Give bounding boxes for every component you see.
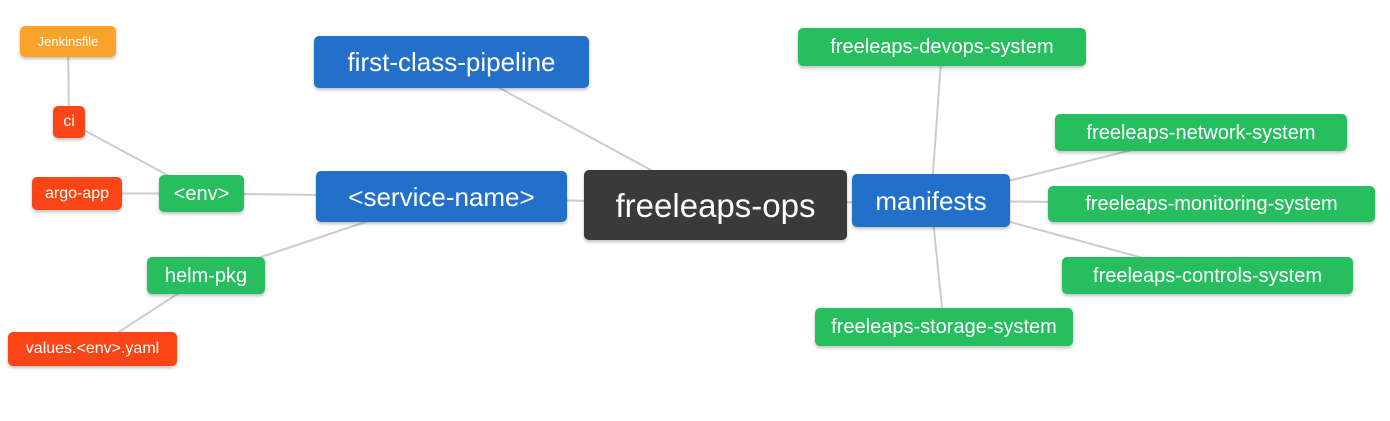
node-helm-pkg[interactable]: helm-pkg xyxy=(147,257,265,294)
node-freeleaps-controls-system[interactable]: freeleaps-controls-system xyxy=(1062,257,1353,294)
node-label: argo-app xyxy=(44,184,110,202)
node-label: freeleaps-storage-system xyxy=(831,316,1057,338)
node-label: helm-pkg xyxy=(164,264,248,287)
node-label: ci xyxy=(63,113,75,130)
node-freeleaps-network-system[interactable]: freeleaps-network-system xyxy=(1055,114,1347,151)
node-label: first-class-pipeline xyxy=(347,47,556,77)
node-label: values.<env>.yaml xyxy=(25,340,160,357)
node-label: freeleaps-devops-system xyxy=(830,36,1054,58)
node-manifests[interactable]: manifests xyxy=(852,174,1010,227)
node-freeleaps-devops-system[interactable]: freeleaps-devops-system xyxy=(798,28,1086,66)
node-freeleaps-ops[interactable]: freeleaps-ops xyxy=(584,170,847,240)
node-label: manifests xyxy=(875,185,987,216)
node-label: freeleaps-ops xyxy=(615,186,816,224)
node-env[interactable]: <env> xyxy=(159,175,244,212)
node-label: freeleaps-monitoring-system xyxy=(1085,193,1338,215)
node-label: <service-name> xyxy=(348,181,535,212)
node-label: freeleaps-network-system xyxy=(1086,121,1316,144)
node-first-class-pipeline[interactable]: first-class-pipeline xyxy=(314,36,589,88)
node-values-env-yaml[interactable]: values.<env>.yaml xyxy=(8,332,177,366)
node-jenkinsfile[interactable]: Jenkinsfile xyxy=(20,26,116,57)
node-label: freeleaps-controls-system xyxy=(1093,264,1322,287)
node-freeleaps-storage-system[interactable]: freeleaps-storage-system xyxy=(815,308,1073,346)
node-freeleaps-monitoring-system[interactable]: freeleaps-monitoring-system xyxy=(1048,186,1375,222)
node-label: Jenkinsfile xyxy=(37,34,99,49)
node-label: <env> xyxy=(173,182,230,205)
node-service-name[interactable]: <service-name> xyxy=(316,171,567,222)
node-argo-app[interactable]: argo-app xyxy=(32,177,122,210)
node-ci[interactable]: ci xyxy=(53,106,85,138)
